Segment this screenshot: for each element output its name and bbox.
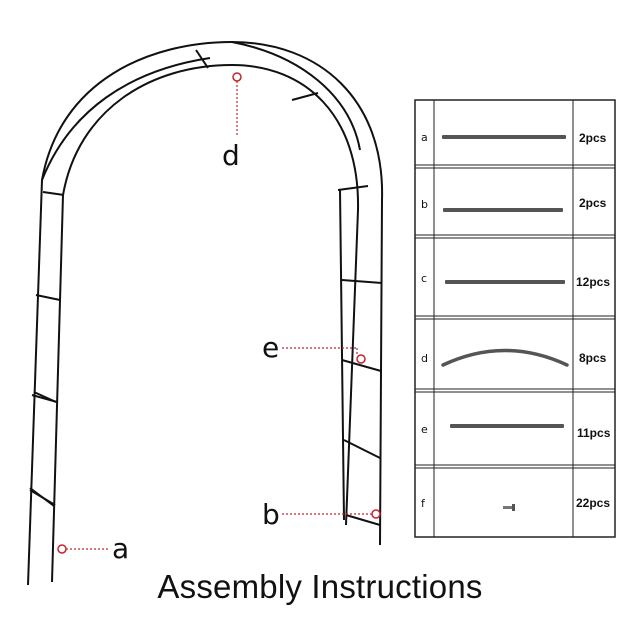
- part-letter-c: c: [421, 272, 427, 285]
- part-letter-f: f: [421, 497, 426, 510]
- arch-back-rail-right: [231, 41, 361, 151]
- rung-right-3: [343, 439, 381, 459]
- rung-top-2: [291, 92, 319, 101]
- callout-label-e: e: [262, 331, 279, 364]
- part-letter-a: a: [421, 131, 428, 144]
- arch-outer-rail: [27, 40, 384, 586]
- parts-row-f: f 22pcs: [421, 496, 610, 511]
- parts-row-a: a 2pcs: [421, 131, 607, 145]
- rung-right-2: [341, 359, 382, 372]
- callout-b: b: [262, 498, 381, 531]
- parts-row-c: c 12pcs: [421, 272, 610, 289]
- parts-table: a 2pcs b 2pcs c 12pcs d 8pcs e 11pcs: [414, 99, 616, 538]
- callout-label-a: a: [112, 532, 129, 565]
- parts-row-e: e 11pcs: [421, 423, 611, 440]
- part-qty-f: 22pcs: [576, 496, 610, 510]
- part-qty-c: 12pcs: [576, 275, 610, 289]
- rung-left-2: [35, 294, 61, 301]
- part-d-curved-bar-icon: [441, 348, 569, 367]
- callout-e: e: [262, 331, 366, 364]
- rung-top-1: [195, 49, 209, 69]
- part-qty-d: 8pcs: [579, 351, 607, 365]
- part-e-bar-icon: [450, 424, 564, 428]
- part-letter-b: b: [421, 198, 428, 211]
- part-b-bar-icon: [443, 208, 563, 212]
- part-f-bolt-icon: [503, 504, 515, 511]
- part-qty-e: 11pcs: [577, 426, 611, 440]
- rung-right-4: [345, 514, 381, 526]
- part-a-bar-icon: [442, 135, 566, 139]
- page-title: Assembly Instructions: [157, 568, 483, 605]
- brace-left-1: [33, 391, 57, 403]
- callout-label-b: b: [262, 498, 280, 531]
- rung-right-1: [341, 279, 383, 284]
- parts-row-d: d 8pcs: [421, 348, 607, 367]
- callout-a: a: [57, 532, 129, 565]
- part-qty-b: 2pcs: [579, 196, 607, 210]
- part-qty-a: 2pcs: [579, 131, 607, 145]
- callout-d: d: [222, 72, 242, 172]
- parts-row-b: b 2pcs: [421, 196, 607, 212]
- arch-right-extra-rail: [339, 189, 345, 521]
- brace-left-2: [29, 487, 55, 507]
- rung-left-1: [42, 191, 65, 196]
- callouts: d e b a: [57, 72, 381, 565]
- arch-inner-rail: [51, 63, 360, 583]
- part-c-bar-icon: [445, 280, 565, 284]
- arch-back-rail-left: [41, 57, 211, 181]
- callout-label-d: d: [222, 139, 240, 172]
- rung-top-3: [337, 185, 369, 191]
- arch-frame: [27, 40, 384, 586]
- part-letter-e: e: [421, 423, 428, 436]
- part-letter-d: d: [421, 352, 428, 365]
